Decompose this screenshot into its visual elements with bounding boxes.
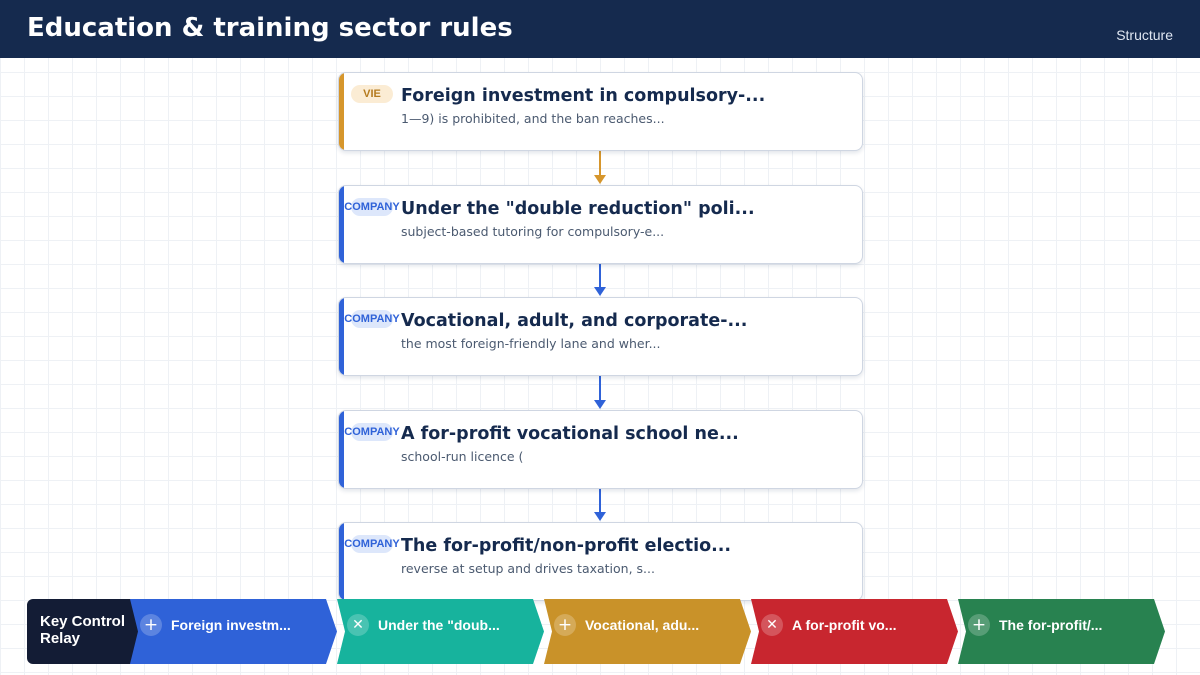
connector-arrowhead [594,512,606,521]
key-control-relay: Key Control Relay + Foreign investm... ✕ Un… [27,599,1165,664]
node-badge: COMPANY [344,198,400,216]
close-icon: ✕ [347,614,369,636]
relay-segment-label: Under the "doub... [378,617,500,633]
node-badge-label: COMPANY [344,426,400,438]
node-badge-label: COMPANY [344,201,400,213]
relay-segment[interactable]: + Foreign investm... [130,599,337,664]
relay-segment-label: The for-profit/... [999,617,1103,633]
relay-segment[interactable]: + The for-profit/... [958,599,1165,664]
flow-node[interactable]: VIE Foreign investment in compulsory-... 1… [338,72,863,151]
node-subtitle: the most foreign-friendly lane and wher.… [401,336,661,351]
relay-segment-label: Vocational, adu... [585,617,700,633]
page-title: Education & training sector rules [27,13,513,43]
relay-segment[interactable]: ✕ Under the "doub... [337,599,544,664]
node-badge: COMPANY [344,310,400,328]
node-title: Foreign investment in compulsory-... [401,86,766,106]
plus-icon: + [968,614,990,636]
node-accent-bar [339,186,344,263]
connector-arrowhead [594,287,606,296]
node-subtitle: school-run licence ( [401,449,524,464]
node-subtitle: 1—9) is prohibited, and the ban reaches.… [401,111,665,126]
node-accent-bar [339,298,344,375]
node-badge: COMPANY [344,423,400,441]
structure-tag: Structure [1116,27,1173,43]
node-badge-label: COMPANY [344,313,400,325]
node-title: Under the "double reduction" poli... [401,199,755,219]
close-icon: ✕ [761,614,783,636]
node-badge: COMPANY [344,535,400,553]
relay-head-label: Key Control Relay [27,599,145,664]
node-subtitle: reverse at setup and drives taxation, s.… [401,561,655,576]
flow-arrows [594,151,606,521]
relay-segment-label: A for-profit vo... [792,617,897,633]
node-title: Vocational, adult, and corporate-... [401,311,748,331]
relay-segment-label: Foreign investm... [171,617,291,633]
header-bar: Education & training sector rules Struct… [0,0,1200,58]
node-accent-bar [339,523,344,600]
node-subtitle: subject-based tutoring for compulsory-e.… [401,224,665,239]
node-title: The for-profit/non-profit electio... [401,536,732,556]
node-badge-label: VIE [363,88,381,100]
connector-arrowhead [594,400,606,409]
connector-arrowhead [594,175,606,184]
plus-icon: + [554,614,576,636]
relay-segment[interactable]: + Vocational, adu... [544,599,751,664]
flow-diagram: VIE Foreign investment in compulsory-... 1… [338,72,863,601]
node-accent-bar [339,411,344,488]
node-accent-bar [339,73,344,150]
node-title: A for-profit vocational school ne... [401,424,739,444]
relay-segment[interactable]: ✕ A for-profit vo... [751,599,958,664]
node-badge-label: COMPANY [344,538,400,550]
plus-icon: + [140,614,162,636]
node-badge: VIE [351,85,393,103]
